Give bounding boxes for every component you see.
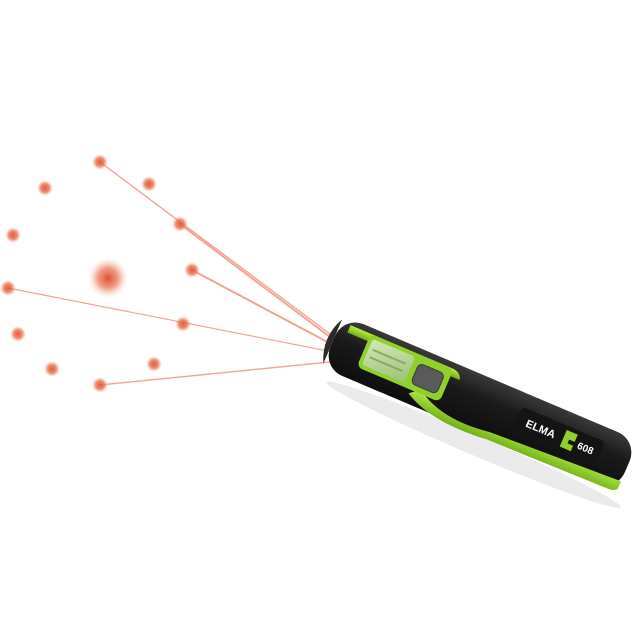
laser-spot bbox=[5, 227, 21, 243]
measurement-spots bbox=[0, 154, 200, 393]
center-target-spot bbox=[88, 258, 128, 298]
laser-spot bbox=[175, 316, 191, 332]
laser-spot bbox=[0, 280, 16, 296]
laser-beam bbox=[7, 287, 334, 353]
laser-beam bbox=[99, 361, 331, 386]
laser-spot bbox=[146, 356, 162, 372]
laser-spot bbox=[44, 361, 60, 377]
device-nose bbox=[323, 319, 343, 364]
laser-spot bbox=[141, 176, 157, 192]
laser-beam bbox=[99, 161, 339, 341]
brand-plate bbox=[514, 407, 604, 463]
laser-beams bbox=[7, 161, 339, 386]
laser-beam bbox=[179, 223, 339, 344]
laser-spot bbox=[184, 262, 200, 278]
infrared-thermometer: ELMA 608 bbox=[323, 319, 632, 508]
laser-spot bbox=[10, 326, 26, 342]
measure-button bbox=[411, 364, 444, 394]
laser-beam bbox=[191, 269, 336, 347]
laser-spot bbox=[92, 154, 108, 170]
laser-spot bbox=[92, 377, 108, 393]
laser-spot bbox=[37, 180, 53, 196]
laser-spot bbox=[172, 216, 188, 232]
accent-stripe-bottom bbox=[408, 389, 622, 491]
